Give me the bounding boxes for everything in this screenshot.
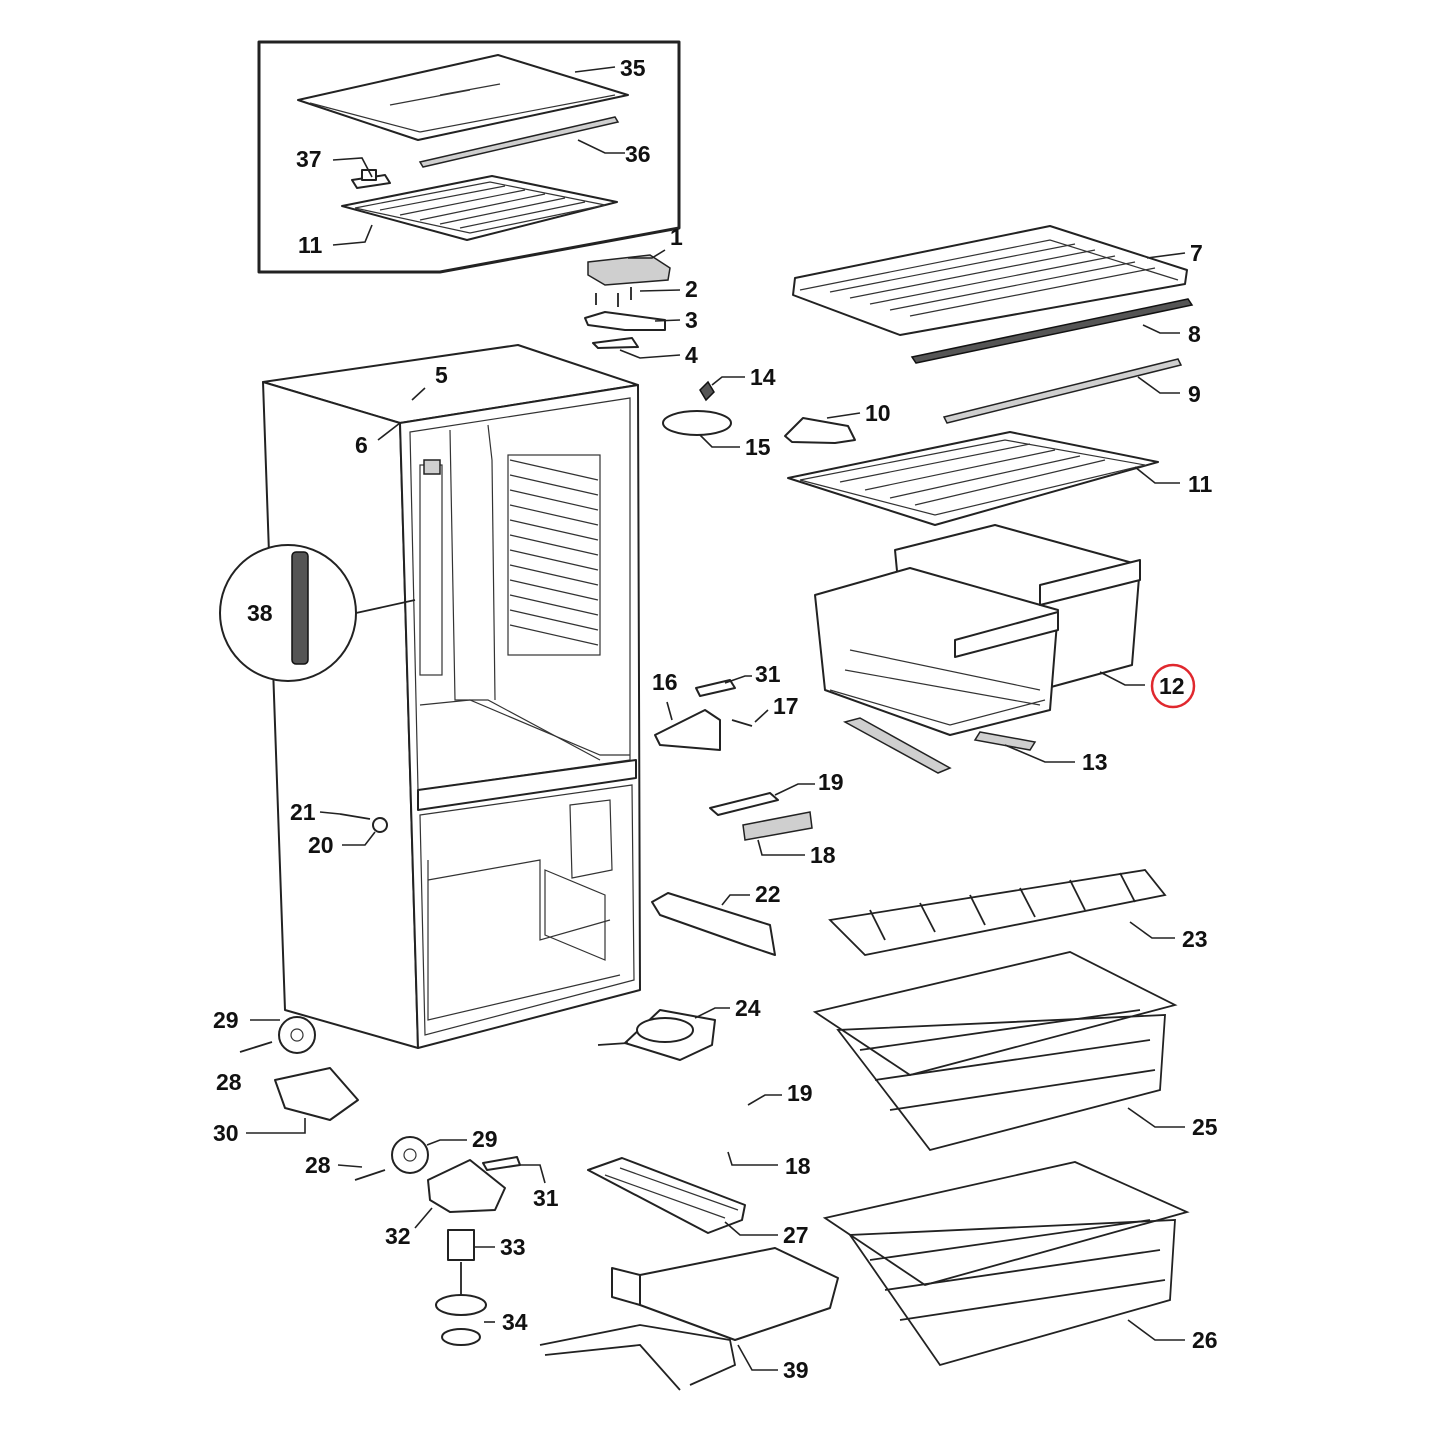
- highlight-circle-12: [1150, 663, 1196, 709]
- callout-34: 34: [502, 1309, 528, 1335]
- callout-8: 8: [1188, 321, 1201, 347]
- callout-16: 16: [652, 669, 678, 695]
- callout-29-right: 29: [472, 1126, 498, 1152]
- ice-tray-27: [587, 1157, 746, 1234]
- callout-31-lower: 31: [533, 1185, 559, 1211]
- bracket-32: [427, 1156, 521, 1213]
- crisper-drawers-12: [814, 524, 1141, 736]
- callout-17: 17: [773, 693, 799, 719]
- callout-30: 30: [213, 1120, 239, 1146]
- callout-18-upper: 18: [810, 842, 836, 868]
- callout-19-upper: 19: [818, 769, 844, 795]
- shelf-frame-11: [787, 431, 1159, 526]
- callout-14: 14: [750, 364, 776, 390]
- callout-33: 33: [500, 1234, 526, 1260]
- drawer-rails-13: [842, 717, 1037, 774]
- fridge-cabinet: [262, 344, 641, 1049]
- gasket-detail-38: [219, 544, 416, 682]
- basket-26: [822, 1161, 1190, 1367]
- callout-22: 22: [755, 881, 781, 907]
- callout-9: 9: [1188, 381, 1201, 407]
- callout-3: 3: [685, 307, 698, 333]
- callout-13: 13: [1082, 749, 1108, 775]
- strip-9: [942, 358, 1183, 424]
- basket-25: [812, 951, 1178, 1152]
- foot-33-34: [435, 1229, 487, 1346]
- callout-12: 12: [1159, 673, 1185, 699]
- clip-37: [351, 169, 391, 189]
- callout-21: 21: [290, 799, 316, 825]
- glass-shelf-35: [297, 54, 629, 141]
- callout-2: 2: [685, 276, 698, 302]
- callout-27: 27: [783, 1222, 809, 1248]
- callout-11-inset: 11: [298, 232, 323, 258]
- wire-shelf-23: [828, 869, 1167, 956]
- callout-23: 23: [1182, 926, 1208, 952]
- callout-35: 35: [620, 55, 646, 81]
- inset-box: [257, 40, 681, 274]
- callout-5: 5: [435, 362, 448, 388]
- callout-10: 10: [865, 400, 891, 426]
- callout-7: 7: [1190, 240, 1203, 266]
- callout-36: 36: [625, 141, 651, 167]
- fan-24: [597, 1009, 716, 1061]
- callout-39: 39: [783, 1357, 809, 1383]
- callout-26: 26: [1192, 1327, 1218, 1353]
- callout-labels: 35 36 37 11 1 2 3 4 5 6 14 15 10 7 8 9 1…: [213, 55, 1218, 1383]
- hinge-16: [654, 679, 753, 751]
- callout-4: 4: [685, 342, 698, 368]
- shelf-7: [792, 225, 1188, 336]
- callout-11: 11: [1188, 471, 1213, 497]
- box-39: [539, 1247, 839, 1391]
- evaporator-fins: [507, 454, 601, 656]
- parts-18-19-upper: [709, 792, 813, 841]
- callout-18-lower: 18: [785, 1153, 811, 1179]
- callout-37: 37: [296, 146, 322, 172]
- callout-25: 25: [1192, 1114, 1218, 1140]
- parts-1-to-4: [584, 254, 671, 349]
- parts-14-15-10: [662, 380, 856, 444]
- parts-20-21: [339, 813, 388, 833]
- callout-6: 6: [355, 432, 368, 458]
- callout-38: 38: [247, 600, 273, 626]
- callout-28-right: 28: [305, 1152, 331, 1178]
- bracket-22: [651, 892, 776, 956]
- leader-lines: [246, 66, 1186, 1371]
- callout-19-lower: 19: [787, 1080, 813, 1106]
- callout-31-upper: 31: [755, 661, 781, 687]
- bracket-30: [274, 1067, 359, 1121]
- strip-8: [910, 298, 1194, 364]
- callout-28-left: 28: [216, 1069, 242, 1095]
- callout-24: 24: [735, 995, 761, 1021]
- callout-15: 15: [745, 434, 771, 460]
- callout-29-left: 29: [213, 1007, 239, 1033]
- wheel-29-left: [239, 1016, 316, 1054]
- callout-32: 32: [385, 1223, 411, 1249]
- shelf-frame-11-inset: [341, 175, 618, 241]
- callout-20: 20: [308, 832, 334, 858]
- trim-strip-36: [418, 116, 620, 168]
- wheel-29-right: [354, 1136, 429, 1181]
- callout-1: 1: [670, 224, 683, 250]
